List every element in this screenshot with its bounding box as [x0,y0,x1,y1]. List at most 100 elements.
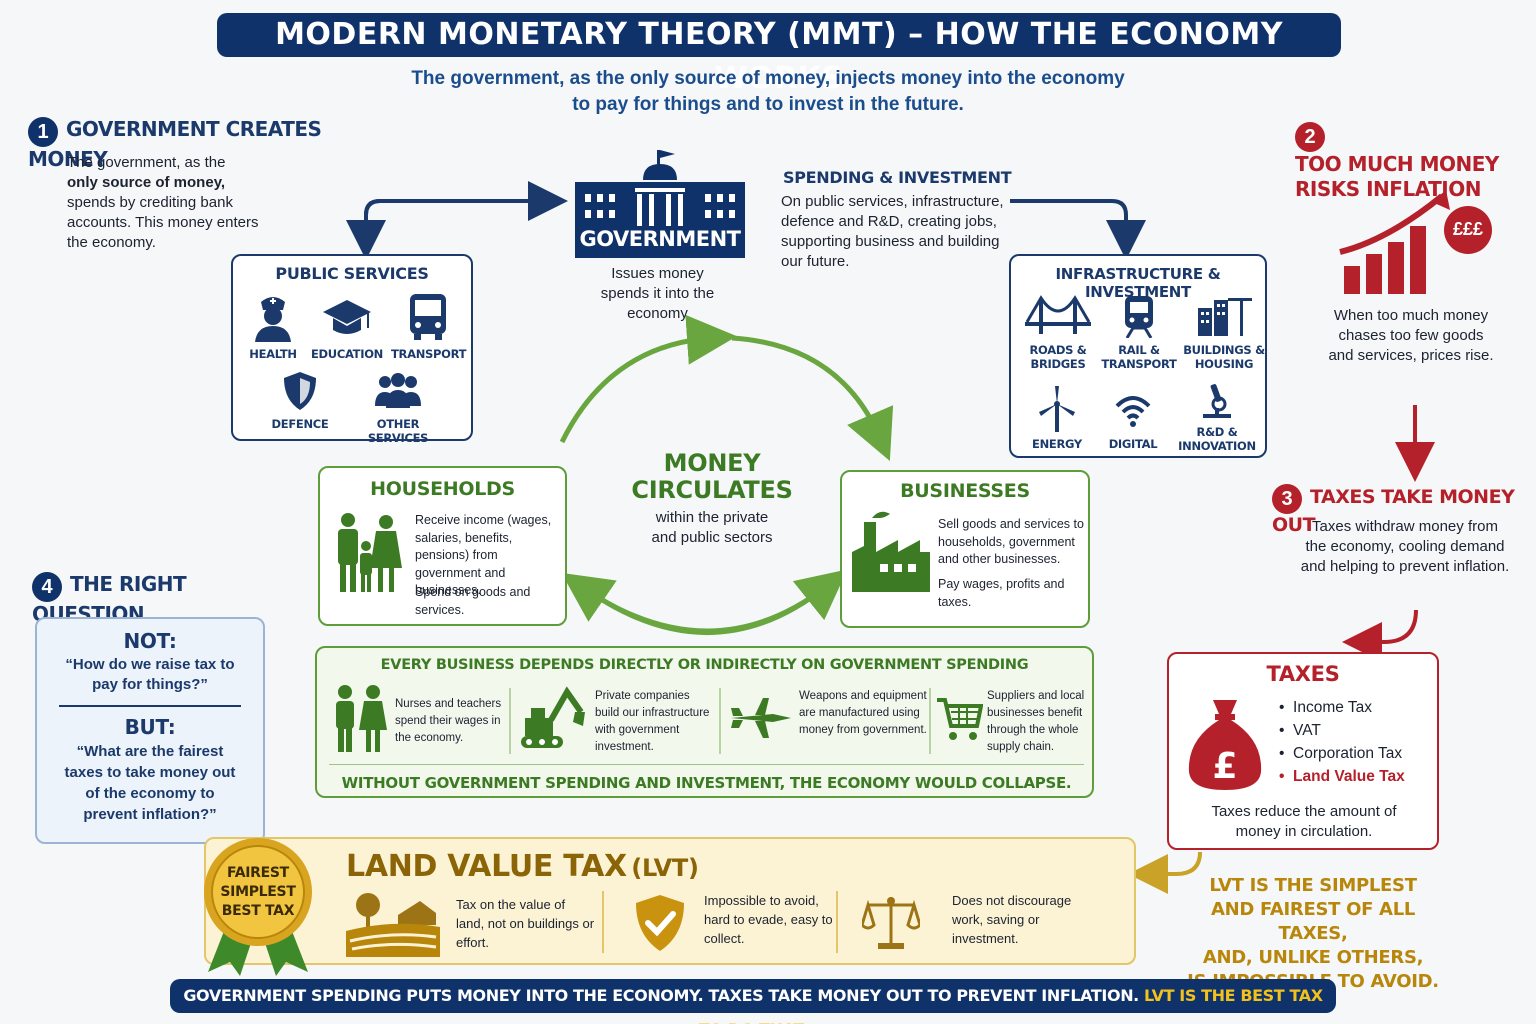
section-3-text: Taxes withdraw money from the economy, c… [1300,518,1510,575]
but-text: “What are the fairest taxes to take mone… [64,743,236,823]
bus-icon [410,294,446,340]
train-icon [1125,296,1153,339]
divider [59,705,241,707]
other-services-item: OTHER SERVICES [345,370,451,445]
taxes-list: • Income Tax • VAT • Corporation Tax • L… [1279,696,1405,788]
lvt-item-1: Tax on the value of land, not on buildin… [456,897,595,950]
shield-check-icon [634,893,686,953]
depends-item-2: Private companies build our infrastructu… [595,690,710,753]
taxes-heading: TAXES [1266,662,1340,686]
rising-chart-icon: £££ [1338,188,1494,298]
arrow-to-infrastructure [1010,199,1146,260]
rail-item: RAIL & TRANSPORT [1101,294,1177,371]
svg-text:£: £ [1212,746,1237,787]
tax-item: • Income Tax [1279,699,1373,716]
households-text-2: Spend on goods and services. [415,585,531,617]
depends-heading: EVERY BUSINESS DEPENDS DIRECTLY OR INDIR… [380,657,1029,673]
buildings-crane-icon [1198,298,1252,336]
pound-badge: £££ [1452,219,1484,239]
factory-icon [850,508,932,594]
bottom-summary-bar: GOVERNMENT SPENDING PUTS MONEY INTO THE … [170,979,1336,1024]
circulation-arrow-top-right [731,335,894,461]
tax-item-lvt: • Land Value Tax [1279,768,1405,785]
businesses-text-2: Pay wages, profits and taxes. [938,577,1065,609]
infrastructure-box: INFRASTRUCTURE & INVESTMENT ROADS & BRID… [1009,254,1267,458]
roads-item: ROADS & BRIDGES [1019,294,1097,371]
spending-text: On public services, infrastructure, defe… [781,193,1004,270]
tax-item: • VAT [1279,722,1321,739]
buildings-item: BUILDINGS & HOUSING [1183,294,1265,371]
energy-item: ENERGY [1025,386,1089,451]
subtitle: The government, as the only source of mo… [300,66,1236,118]
section-3-number: 3 [1272,484,1302,514]
households-box: HOUSEHOLDS Receive income (wages, salari… [318,466,567,626]
shopping-cart-icon [935,694,984,746]
money-circulates-text: within the private and public sectors [651,509,773,546]
not-text: “How do we raise tax to pay for things?” [65,656,235,693]
education-item: EDUCATION [311,292,383,361]
right-question-box: NOT: “How do we raise tax to pay for thi… [35,617,265,844]
defence-item: DEFENCE [269,370,331,431]
circulation-arrow-bottom-left [561,572,828,634]
lvt-item-2: Impossible to avoid, hard to evade, easy… [704,893,833,946]
family-icon [332,512,404,596]
wind-turbine-icon [1039,386,1075,432]
section-4-number: 4 [32,572,62,602]
arrow-taxes-to-lvt [1128,851,1202,894]
wifi-icon [1115,396,1151,427]
depends-item-4: Suppliers and local businesses benefit t… [987,690,1085,753]
subtitle-line-1: The government, as the only source of mo… [411,68,1125,89]
divider [719,688,721,754]
government-label: GOVERNMENT [579,227,741,251]
spending-heading: SPENDING & INVESTMENT [783,168,1012,187]
graduation-cap-icon [323,300,371,334]
but-label: BUT: [124,715,176,739]
fairest-badge-text: FAIREST SIMPLEST BEST TAX [220,865,296,919]
households-heading: HOUSEHOLDS [370,478,515,500]
scales-icon [860,893,922,951]
lvt-box: LAND VALUE TAX (LVT) Tax on the value of… [204,837,1136,965]
businesses-text-1: Sell goods and services to households, g… [938,517,1084,566]
section-2-text: When too much money chases too few goods… [1328,307,1494,364]
section-1-number: 1 [28,117,58,147]
divider [329,764,1084,765]
circulation-arrow-top-left [559,314,737,444]
divider [602,891,604,953]
households-text-1: Receive income (wages, salaries, benefit… [415,513,552,597]
excavator-icon [517,684,587,754]
arrow-to-taxes [1342,609,1418,662]
bridge-icon [1025,295,1091,334]
tax-item: • Corporation Tax [1279,745,1403,762]
taxes-footer: Taxes reduce the amount of money in circ… [1211,803,1397,840]
lvt-item-3: Does not discourage work, saving or inve… [952,893,1072,946]
people-group-icon [375,373,421,408]
couple-icon [329,684,389,754]
depends-item-1: Nurses and teachers spend their wages in… [395,698,502,744]
page-title: MODERN MONETARY THEORY (MMT) – HOW THE E… [217,13,1341,96]
government-building-icon [575,150,745,258]
section-1-text: The government, as the only source of mo… [67,154,259,251]
section-2-number: 2 [1295,122,1325,152]
subtitle-line-2: to pay for things and to invest in the f… [572,94,964,115]
divider [509,688,511,754]
nurse-icon [255,297,291,342]
lvt-callout: LVT IS THE SIMPLEST AND FAIREST OF ALL T… [1187,875,1439,992]
digital-item: DIGITAL [1103,388,1163,451]
depends-footer: WITHOUT GOVERNMENT SPENDING AND INVESTME… [341,774,1072,792]
land-field-icon [346,891,440,957]
section-1-title: GOVERNMENT CREATES MONEY [28,117,322,171]
health-item: HEALTH [243,292,303,361]
taxes-box: TAXES £ • Income Tax • VAT • Corporation… [1167,652,1439,850]
rd-item: R&D & INNOVATION [1167,382,1267,453]
shield-icon [284,372,316,410]
bottom-summary-highlight: LVT IS THE BEST TAX TO DO THAT. [699,986,1323,1024]
depends-box: EVERY BUSINESS DEPENDS DIRECTLY OR INDIR… [315,646,1094,798]
transport-item: TRANSPORT [391,292,467,361]
infrastructure-heading: INFRASTRUCTURE & INVESTMENT [1055,265,1221,301]
public-services-box: PUBLIC SERVICES HEALTH EDUCATION TRANSPO… [231,254,473,445]
businesses-box: BUSINESSES Sell goods and services to ho… [840,470,1090,628]
arrow-from-public-services [364,181,568,221]
